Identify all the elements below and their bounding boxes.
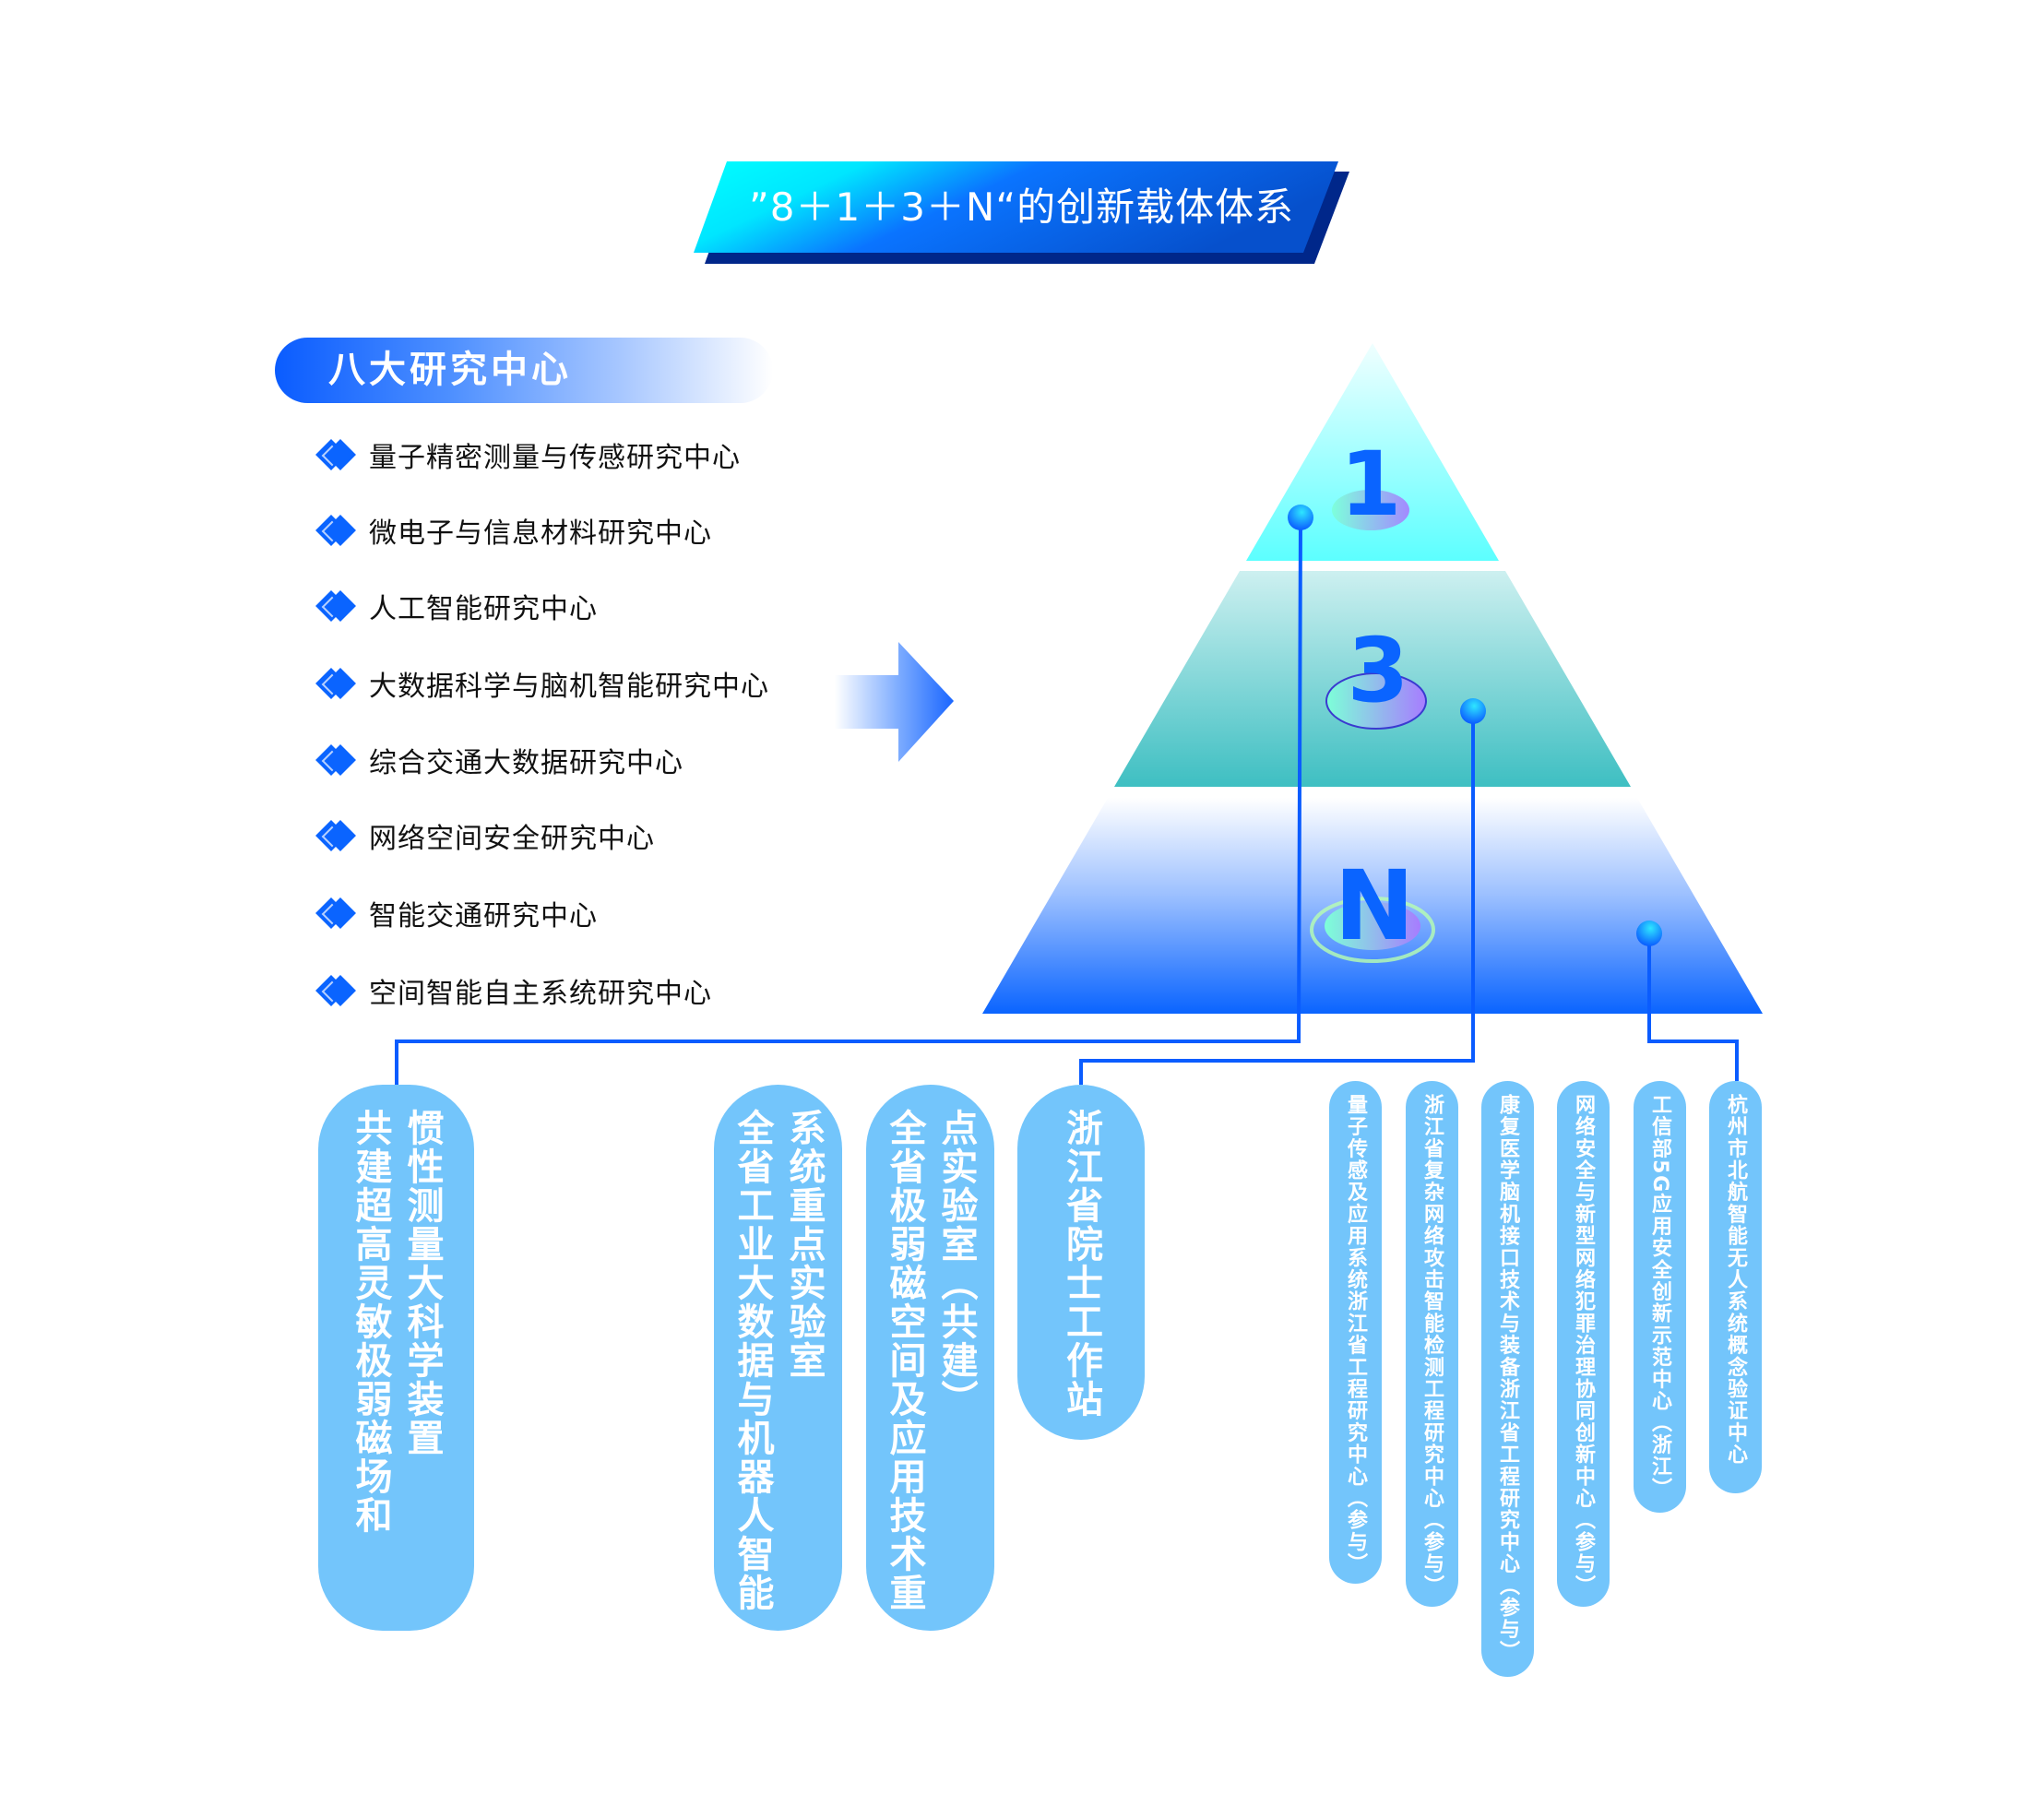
research-center-item: 智能交通研究中心 (315, 893, 598, 933)
carrier-text: 杭州市北航智能无人系统概念验证中心 (1724, 1094, 1747, 1466)
tier-label-n: N (1334, 849, 1414, 962)
research-center-item: 量子精密测量与传感研究中心 (315, 434, 741, 475)
connector-1 (395, 517, 1302, 1085)
connector-dot-3 (1460, 698, 1486, 724)
carrier-pill-one: 共建超高灵敏极弱磁场和惯性测量大科学装置 (318, 1085, 474, 1631)
diamond-bullet-icon (315, 436, 357, 473)
research-center-item: 人工智能研究中心 (315, 586, 598, 626)
diamond-bullet-icon (315, 972, 357, 1009)
research-center-label: 综合交通大数据研究中心 (369, 747, 683, 779)
diamond-bullet-icon (315, 665, 357, 702)
diamond-bullet-icon (315, 742, 357, 778)
section-header-label: 八大研究中心 (328, 349, 572, 391)
carrier-pill-n-1: 量子传感及应用系统浙江省工程研究中心（参与） (1329, 1081, 1382, 1584)
carrier-text: 浙江省院士工作站 (1060, 1109, 1102, 1419)
connector-3 (1079, 711, 1475, 1085)
research-center-label: 微电子与信息材料研究中心 (369, 517, 712, 550)
research-center-label: 大数据科学与脑机智能研究中心 (369, 671, 769, 703)
research-center-label: 智能交通研究中心 (369, 900, 598, 933)
research-center-label: 空间智能自主系统研究中心 (369, 978, 712, 1010)
carrier-text: 全省工业大数据与机器人智能系统重点实验室 (731, 1109, 826, 1612)
research-center-item: 综合交通大数据研究中心 (315, 740, 683, 780)
section-header: 八大研究中心 (275, 338, 773, 403)
carrier-text: 康复医学脑机接口技术与装备浙江省工程研究中心（参与） (1496, 1094, 1519, 1663)
research-center-label: 量子精密测量与传感研究中心 (369, 442, 741, 474)
research-center-item: 大数据科学与脑机智能研究中心 (315, 663, 769, 704)
page-title: ”8＋1＋3＋N“的创新载体体系 (749, 184, 1295, 230)
research-center-item: 空间智能自主系统研究中心 (315, 970, 712, 1011)
research-center-item: 微电子与信息材料研究中心 (315, 510, 712, 551)
carrier-pill-n-6: 杭州市北航智能无人系统概念验证中心 (1709, 1081, 1762, 1493)
carrier-pill-three-1: 全省工业大数据与机器人智能系统重点实验室 (714, 1085, 842, 1631)
carrier-text: 量子传感及应用系统浙江省工程研究中心（参与） (1344, 1094, 1367, 1575)
research-center-label: 人工智能研究中心 (369, 593, 598, 625)
tier-label-3: 3 (1348, 619, 1409, 722)
carrier-pill-n-3: 康复医学脑机接口技术与装备浙江省工程研究中心（参与） (1481, 1081, 1534, 1677)
carrier-pill-three-3: 浙江省院士工作站 (1017, 1085, 1145, 1440)
pyramid-tier-1 (1246, 343, 1499, 561)
pedestal-n (1325, 902, 1420, 950)
carrier-pill-n-4: 网络安全与新型网络犯罪治理协同创新中心（参与） (1557, 1081, 1610, 1607)
carrier-text: 共建超高灵敏极弱磁场和惯性测量大科学装置 (349, 1109, 444, 1535)
carrier-text: 网络安全与新型网络犯罪治理协同创新中心（参与） (1572, 1094, 1595, 1598)
carrier-pill-n-5: 工信部5G应用安全创新示范中心（浙江） (1634, 1081, 1686, 1513)
pedestal-1 (1332, 490, 1409, 530)
research-center-item: 网络空间安全研究中心 (315, 815, 655, 856)
connector-dot-1 (1288, 505, 1313, 530)
right-arrow-icon (835, 642, 954, 762)
connector-dot-n (1636, 921, 1662, 946)
carrier-text: 浙江省复杂网络攻击智能检测工程研究中心（参与） (1420, 1094, 1444, 1598)
carrier-text: 全省极弱磁空间及应用技术重点实验室（共建） (883, 1109, 978, 1612)
diamond-bullet-icon (315, 817, 357, 854)
pedestal-3 (1325, 672, 1427, 730)
carrier-pill-n-2: 浙江省复杂网络攻击智能检测工程研究中心（参与） (1406, 1081, 1458, 1607)
diamond-bullet-icon (315, 895, 357, 932)
connector-n (1647, 933, 1739, 1081)
diamond-bullet-icon (315, 588, 357, 624)
tier-label-1: 1 (1340, 433, 1402, 536)
title-banner (694, 161, 1338, 253)
carrier-pill-three-2: 全省极弱磁空间及应用技术重点实验室（共建） (866, 1085, 994, 1631)
research-center-label: 网络空间安全研究中心 (369, 823, 655, 855)
diamond-bullet-icon (315, 512, 357, 549)
carrier-text: 工信部5G应用安全创新示范中心（浙江） (1648, 1094, 1671, 1500)
pedestal-n-ring (1310, 897, 1435, 963)
